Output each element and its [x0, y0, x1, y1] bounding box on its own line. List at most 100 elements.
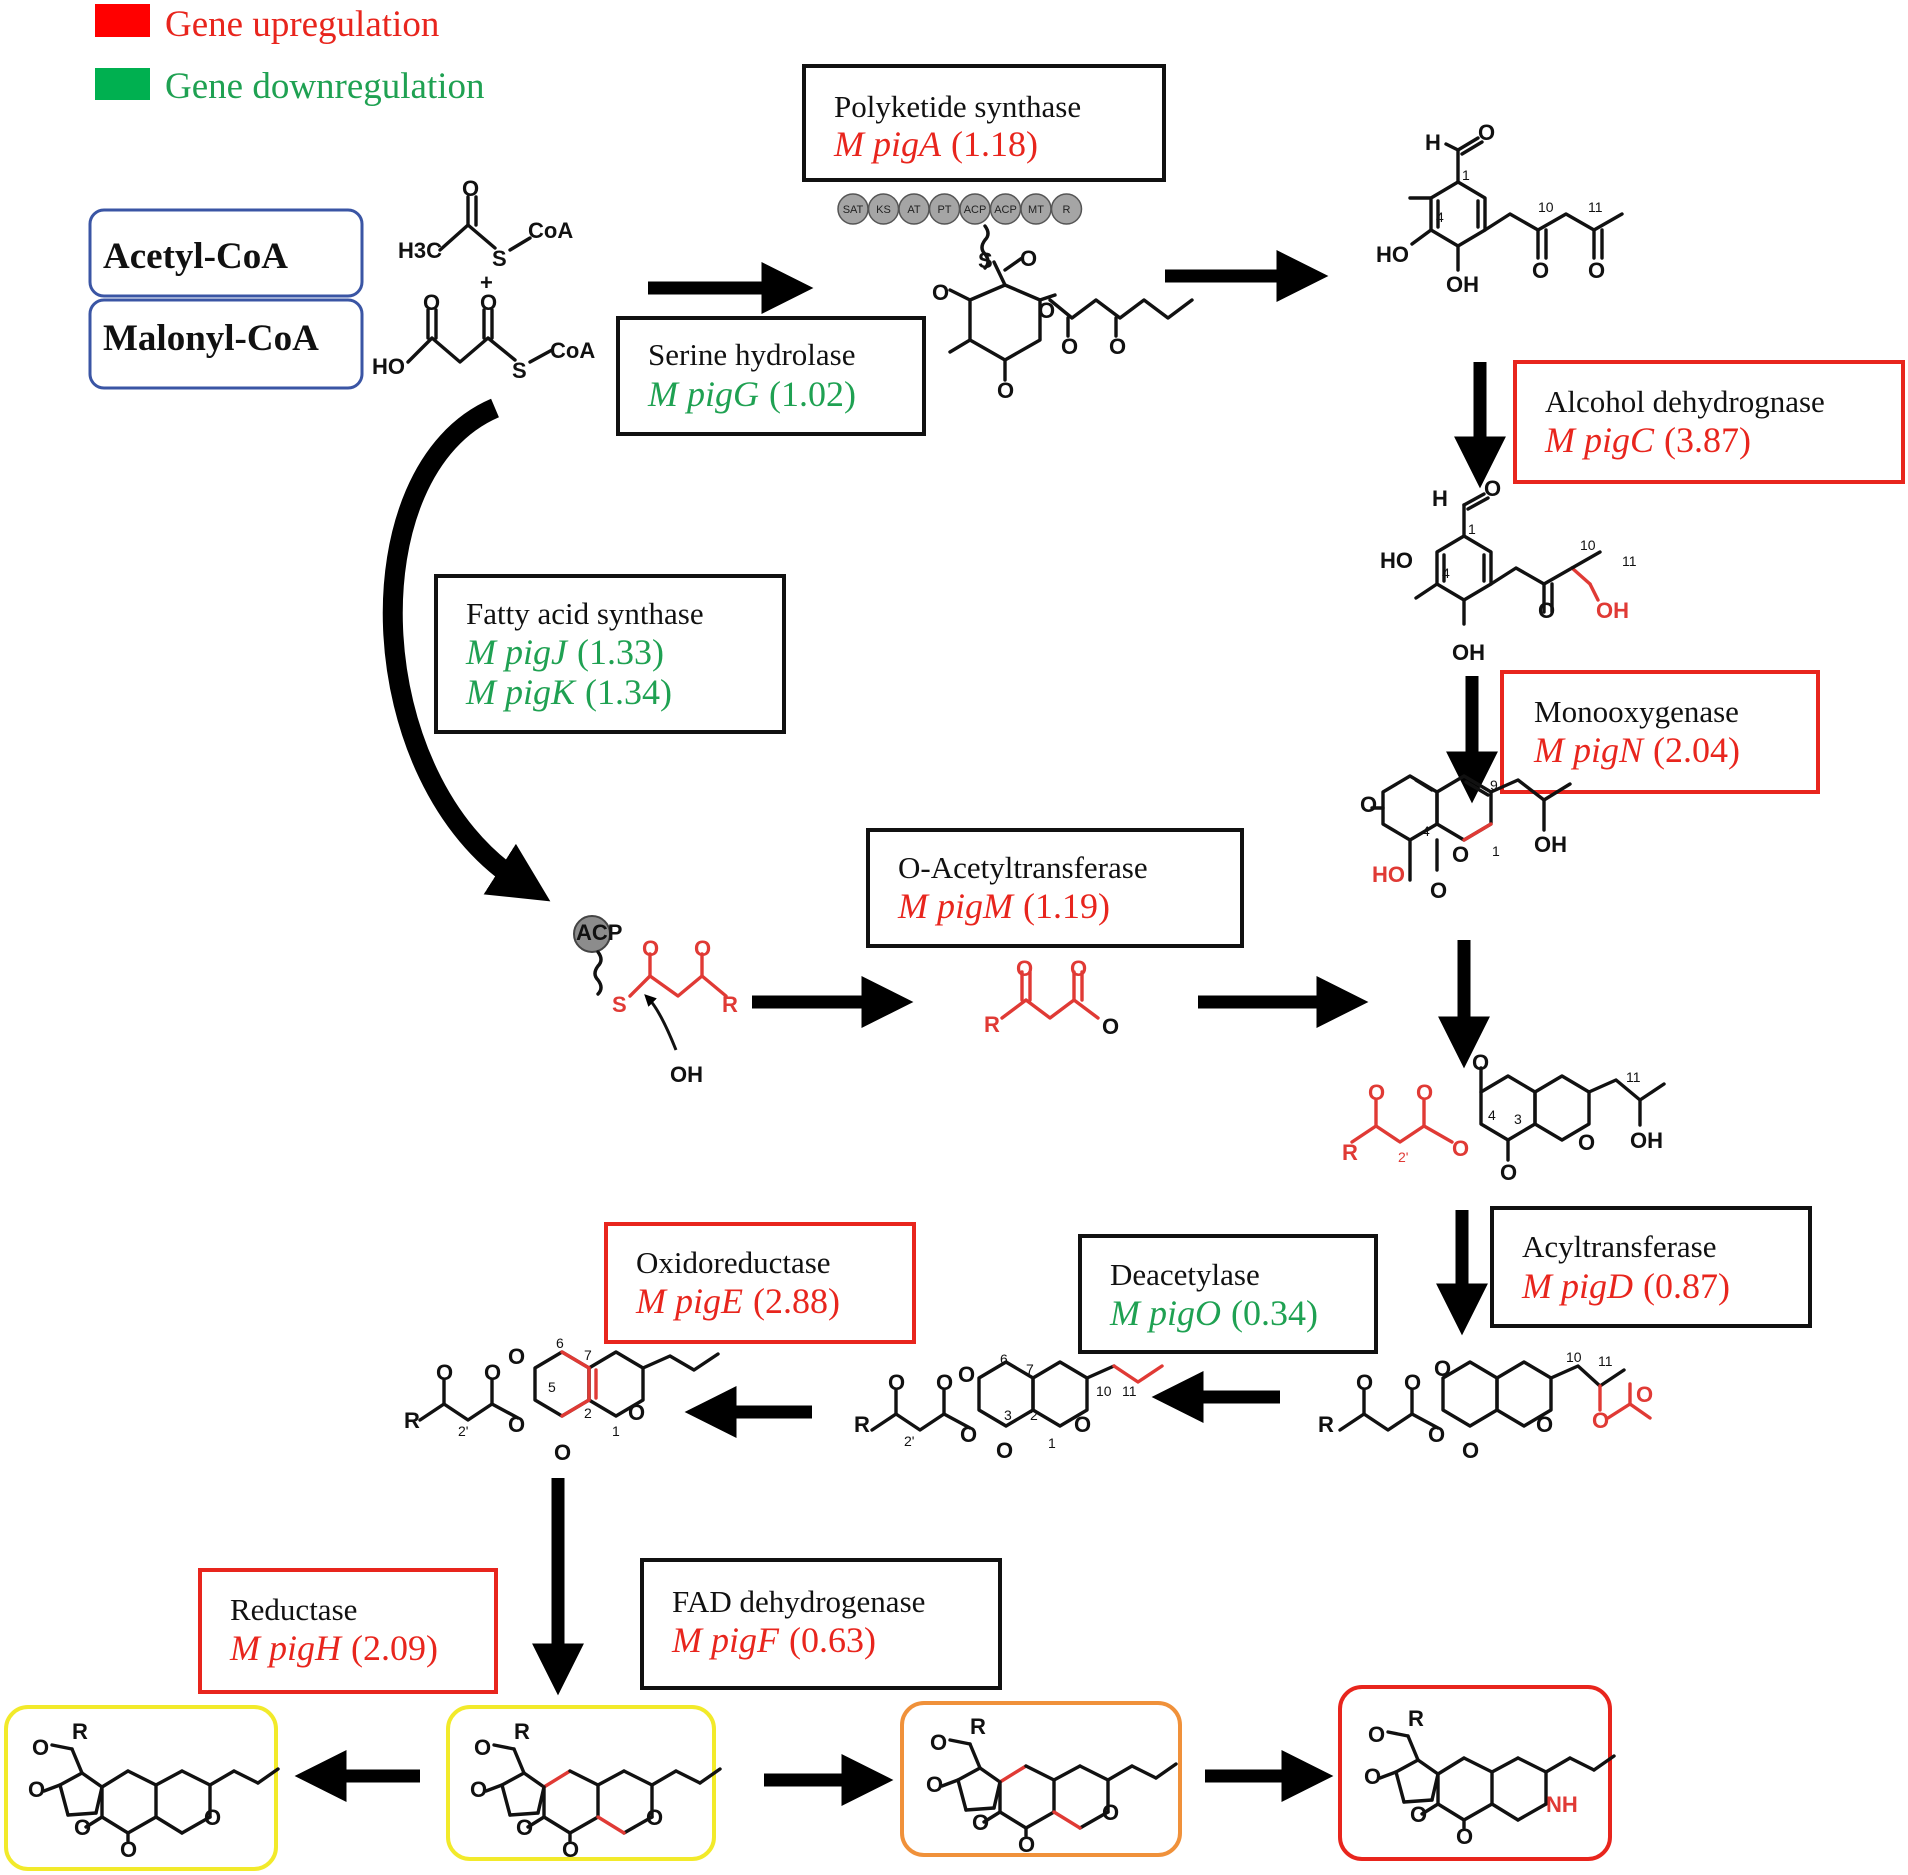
svg-text:O: O — [508, 1344, 525, 1369]
svg-text:M pigF(0.63): M pigF(0.63) — [671, 1620, 876, 1660]
svg-text:O: O — [1016, 956, 1033, 981]
svg-text:O: O — [1428, 1422, 1445, 1447]
enzyme-box-mono: Monooxygenase M pigN(2.04) — [1500, 670, 1820, 794]
bond — [1420, 1802, 1440, 1816]
bond — [50, 1743, 74, 1751]
bond — [1394, 1758, 1420, 1774]
substrate-boxes: Acetyl-CoA Malonyl-CoA — [88, 208, 364, 390]
atom-label: R — [970, 1714, 986, 1739]
svg-text:2': 2' — [1398, 1149, 1408, 1165]
bond — [1436, 1802, 1466, 1822]
bond — [154, 1769, 184, 1787]
acp-thioester-intermediate: ACP S O O R OH — [573, 915, 738, 1087]
atom-label: O — [646, 1805, 663, 1830]
svg-text:R: R — [722, 992, 738, 1017]
atom-label: O — [470, 1777, 487, 1802]
bond — [70, 1747, 84, 1775]
bond — [500, 1783, 512, 1817]
bond — [1024, 1810, 1056, 1830]
bond — [232, 1769, 260, 1785]
svg-text:4: 4 — [1436, 209, 1444, 225]
bond — [256, 1767, 280, 1785]
bond — [526, 1815, 546, 1829]
bond — [940, 1778, 960, 1788]
bond — [180, 1769, 212, 1787]
svg-text:S: S — [512, 358, 527, 383]
bond — [596, 1815, 626, 1835]
svg-text:M pigE(2.88): M pigE(2.88) — [635, 1281, 840, 1321]
bond — [126, 1769, 158, 1787]
bond — [1024, 1764, 1056, 1782]
bond — [208, 1769, 236, 1787]
atom-label: O — [28, 1777, 45, 1802]
pks-bound-intermediate: S O O O O O O — [932, 224, 1194, 403]
svg-text:O: O — [1478, 120, 1495, 145]
svg-text:R: R — [854, 1412, 870, 1437]
enzyme-name-oxido: Oxidoreductase — [636, 1245, 831, 1280]
svg-text:O: O — [508, 1412, 525, 1437]
svg-text:10: 10 — [1538, 199, 1554, 215]
bond — [484, 1783, 504, 1793]
svg-text:O: O — [1636, 1382, 1653, 1407]
svg-text:OH: OH — [670, 1062, 703, 1087]
molecule-deacetylated: O O R O O O O 10 11 6 7 1 3 2 2' — [854, 1351, 1164, 1463]
final-box-2 — [446, 1705, 716, 1861]
svg-text:1: 1 — [612, 1423, 620, 1439]
svg-text:H: H — [1425, 130, 1441, 155]
atom-label: R — [1408, 1706, 1424, 1731]
atom-label: O — [930, 1730, 947, 1755]
bond — [698, 1767, 722, 1785]
bond — [982, 1810, 1002, 1824]
bond — [100, 1769, 130, 1789]
acetyl-coa-box — [88, 208, 364, 298]
enzyme-box-oacetyl: O-Acetyltransferase M pigM(1.19) — [866, 828, 1244, 948]
enzyme-name-fas: Fatty acid synthase — [466, 596, 704, 631]
svg-text:11: 11 — [1122, 1383, 1137, 1399]
svg-text:11: 11 — [1598, 1353, 1613, 1369]
bond — [998, 1810, 1028, 1830]
svg-text:3: 3 — [1514, 1111, 1522, 1127]
bond — [1462, 1756, 1494, 1774]
svg-text:M pigJ(1.33): M pigJ(1.33) — [465, 632, 664, 672]
svg-text:O: O — [1430, 878, 1447, 903]
legend-up-swatch — [95, 4, 150, 37]
svg-text:M pigN(2.04): M pigN(2.04) — [1533, 730, 1740, 770]
atom-label: O — [120, 1837, 137, 1862]
svg-text:O: O — [1434, 1356, 1451, 1381]
bond — [1078, 1810, 1110, 1830]
svg-text:6: 6 — [556, 1335, 564, 1351]
bond — [66, 1811, 98, 1817]
bond — [58, 1771, 84, 1787]
enzyme-name-pks: Polyketide synthase — [834, 89, 1081, 124]
svg-text:4: 4 — [1422, 823, 1430, 839]
svg-text:HO: HO — [1372, 862, 1405, 887]
bond — [568, 1769, 600, 1787]
final-box-3 — [900, 1701, 1182, 1857]
svg-text:O: O — [1074, 1412, 1091, 1437]
enzyme-box-reductase: Reductase M pigH(2.09) — [198, 1568, 498, 1694]
legend-up-label: Gene upregulation — [165, 4, 439, 45]
enzyme-box-fad: FAD dehydrogenase M pigF(0.63) — [640, 1558, 1002, 1690]
bond — [948, 1738, 972, 1746]
bond — [1406, 1734, 1420, 1762]
pks-domain-label: AT — [907, 204, 921, 216]
svg-text:10: 10 — [1096, 1383, 1112, 1399]
svg-text:M pigA(1.18): M pigA(1.18) — [833, 124, 1038, 164]
svg-text:6: 6 — [1000, 1351, 1008, 1367]
svg-text:M pigD(0.87): M pigD(0.87) — [1521, 1266, 1730, 1306]
svg-text:O: O — [1532, 258, 1549, 283]
atom-label: O — [972, 1810, 989, 1835]
enzyme-name-serine: Serine hydrolase — [648, 337, 855, 372]
bond — [1154, 1762, 1178, 1780]
svg-text:2': 2' — [904, 1433, 914, 1449]
svg-text:R: R — [1318, 1412, 1334, 1437]
atom-label: O — [516, 1815, 533, 1840]
svg-text:OH: OH — [1596, 598, 1629, 623]
bond — [978, 1766, 1002, 1784]
svg-text:2': 2' — [458, 1423, 468, 1439]
svg-text:HO: HO — [372, 354, 405, 379]
svg-text:10: 10 — [1580, 537, 1596, 553]
enzyme-box-pks: Polyketide synthase M pigA(1.18) — [802, 64, 1166, 182]
bond — [964, 1806, 996, 1812]
